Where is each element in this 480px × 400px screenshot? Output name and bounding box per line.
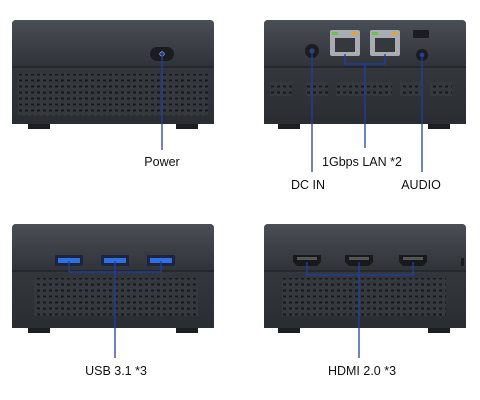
- rear-vent: [336, 82, 392, 96]
- label-hdmi: HDMI 2.0 *3: [327, 364, 397, 378]
- lock-slot-icon: [413, 30, 429, 38]
- device-front-power: [12, 20, 214, 129]
- label-dc-in: DC IN: [290, 178, 326, 192]
- rear-vent: [400, 82, 422, 96]
- usb-port-icon: [55, 255, 83, 266]
- label-power: Power: [144, 155, 180, 169]
- usb-port-icon: [101, 255, 129, 266]
- lan-port-icon: [370, 30, 400, 56]
- label-audio: AUDIO: [401, 178, 441, 192]
- rear-vent: [270, 82, 292, 96]
- hdmi-port-icon: [293, 255, 321, 266]
- hdmi-port-icon: [399, 255, 427, 266]
- usb-port-icon: [147, 255, 175, 266]
- callout-hdmi-bracket: [306, 262, 414, 276]
- device-rear-hdmi: [264, 224, 466, 333]
- rear-vent: [306, 82, 328, 96]
- callout-lines: [68, 51, 423, 358]
- hdmi-port-icon: [345, 255, 373, 266]
- device-front-usb: [12, 224, 214, 333]
- rear-vent: [430, 82, 452, 96]
- label-lan: 1Gbps LAN *2: [322, 155, 402, 169]
- lan-port-icon: [330, 30, 360, 56]
- label-usb: USB 3.1 *3: [85, 364, 147, 378]
